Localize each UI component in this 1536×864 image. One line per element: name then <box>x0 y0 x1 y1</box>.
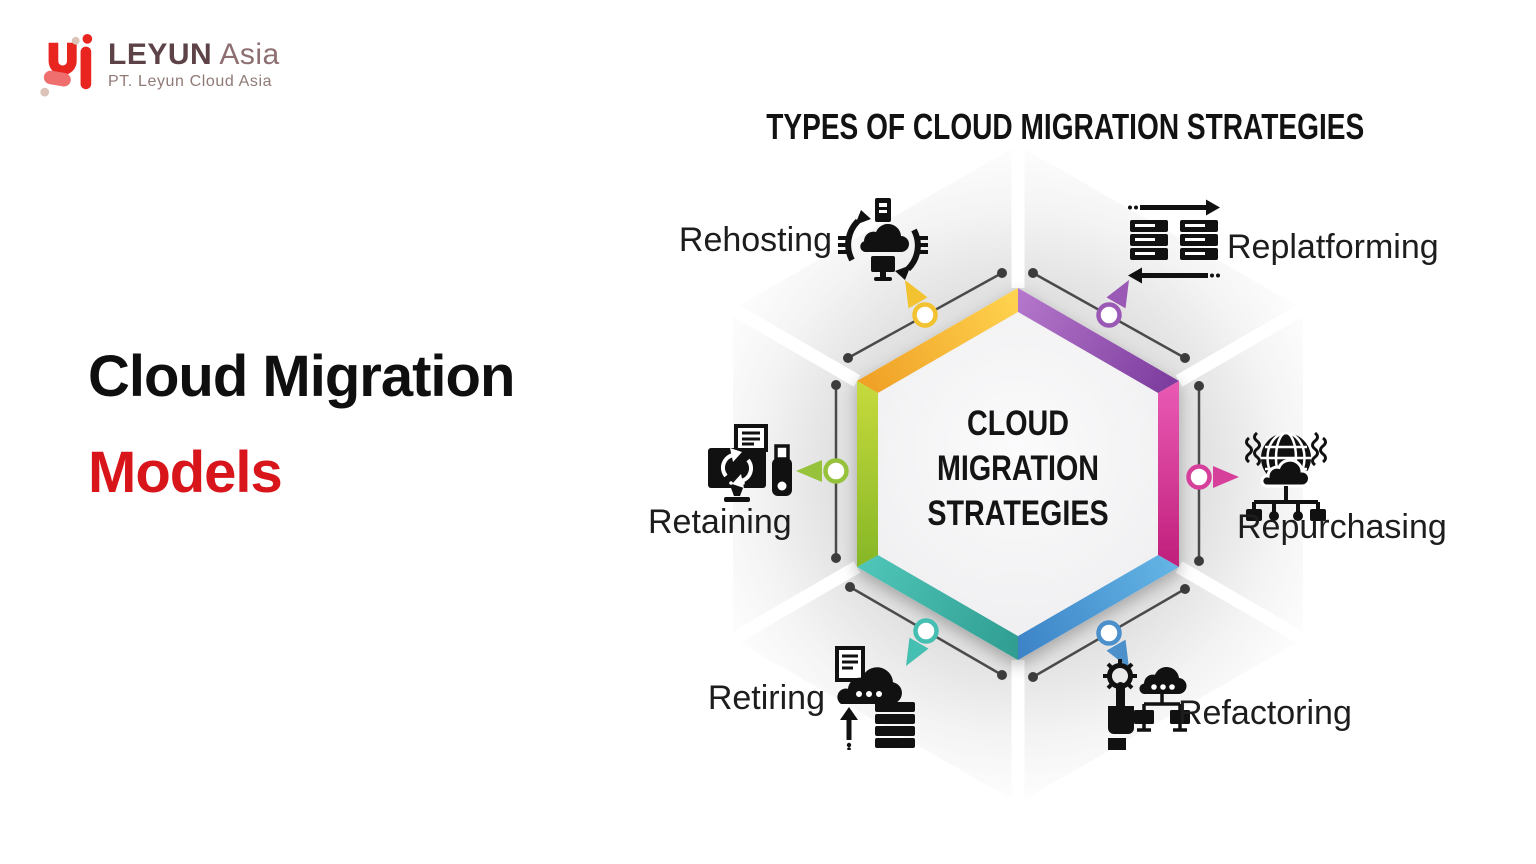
logo-mark-salmon-shape <box>43 70 71 87</box>
rehosting-icon <box>838 198 928 281</box>
logo-brand: LEYUN <box>108 37 213 71</box>
logo: LEYUN Asia PT. Leyun Cloud Asia <box>36 30 280 100</box>
wedge-top-right <box>1018 145 1303 381</box>
connector-dots <box>831 268 1204 682</box>
logo-name: LEYUN Asia <box>108 39 280 71</box>
hexagon-edge-top-right <box>1018 288 1179 393</box>
ring-repurchasing <box>1186 464 1212 490</box>
refactoring-icon <box>1103 659 1190 750</box>
ring-refactoring <box>1096 620 1122 646</box>
hexagon-edge-bottom-left <box>857 555 1018 660</box>
retaining-icon <box>708 424 792 502</box>
wedge-left <box>733 309 857 639</box>
arrow-repurchasing <box>1213 466 1239 488</box>
arrow-replatforming <box>1106 280 1129 309</box>
replatforming-icon <box>1128 199 1220 284</box>
logo-mark <box>40 34 93 97</box>
hexagon-edge-bottom-right <box>1018 555 1179 660</box>
hexagon-edge-top-left <box>857 288 1018 393</box>
label-retaining: Retaining <box>648 503 792 541</box>
retiring-icon <box>835 646 915 750</box>
headline: Cloud Migration Models <box>88 344 515 505</box>
headline-line2: Models <box>88 440 283 505</box>
logo-mark-beige-dot-top <box>71 36 80 45</box>
logo-text: LEYUN Asia PT. Leyun Cloud Asia <box>108 39 280 91</box>
ring-retiring <box>913 618 939 644</box>
hexagon-center-text: CLOUD MIGRATION STRATEGIES <box>895 401 1141 536</box>
center-line1: CLOUD <box>966 404 1070 443</box>
arrow-retiring <box>906 637 929 666</box>
logo-mark-j-stem <box>80 46 92 90</box>
label-retiring: Retiring <box>707 679 825 717</box>
arrow-refactoring <box>1106 639 1129 668</box>
logo-mark-u-shape <box>48 42 77 76</box>
logo-mark-beige-dot-bottom <box>40 87 50 97</box>
hexagon-edge-right <box>1158 381 1179 567</box>
label-replatforming: Replatforming <box>1227 228 1439 266</box>
label-repurchasing: Repurchasing <box>1237 508 1447 546</box>
label-refactoring: Refactoring <box>1178 694 1352 732</box>
wedge-seams <box>729 145 1307 803</box>
connector-rings <box>823 302 1212 646</box>
arrow-retaining <box>796 460 822 482</box>
logo-mark-j-dot <box>82 34 93 44</box>
ring-rehosting <box>912 302 938 328</box>
hexagon-edge-left <box>857 381 878 567</box>
ring-replatforming <box>1096 302 1122 328</box>
center-line3: STRATEGIES <box>927 494 1109 533</box>
hexagon <box>857 288 1179 660</box>
headline-line1: Cloud Migration <box>88 344 515 409</box>
logo-brand-suffix: Asia <box>219 37 280 71</box>
pointer-arrows <box>796 280 1239 668</box>
label-rehosting: Rehosting <box>678 221 832 259</box>
repurchasing-icon <box>1245 431 1327 521</box>
arrow-rehosting <box>905 280 928 309</box>
ring-retaining <box>823 458 849 484</box>
hexagon-inner-face <box>878 312 1158 636</box>
center-line2: MIGRATION <box>936 449 1100 488</box>
logo-subtitle: PT. Leyun Cloud Asia <box>108 73 273 91</box>
wedge-right <box>1179 309 1303 639</box>
